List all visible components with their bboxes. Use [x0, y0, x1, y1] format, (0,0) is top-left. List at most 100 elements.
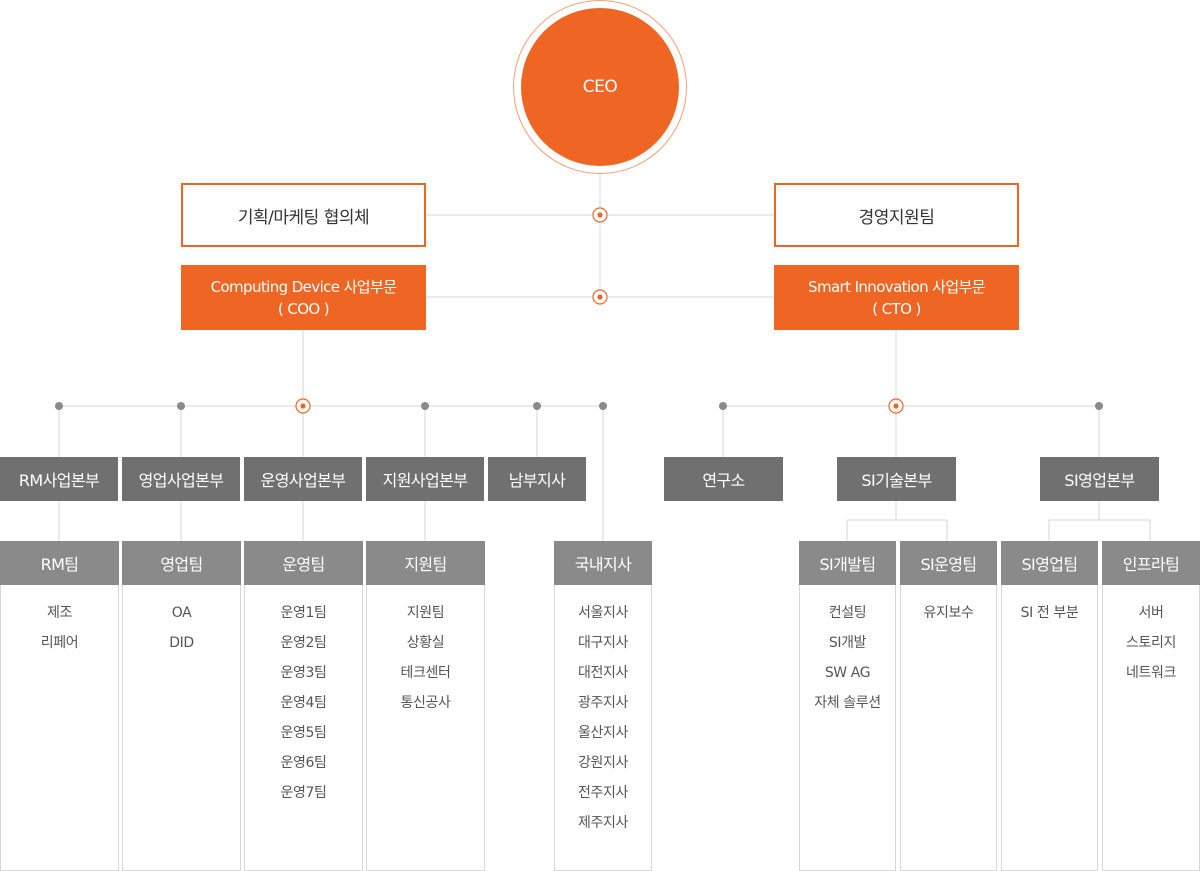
- team-header: 영업팀: [122, 541, 241, 585]
- list-item: SW AG: [824, 665, 871, 681]
- list-item: 유지보수: [923, 605, 974, 621]
- list-item: 상황실: [406, 635, 445, 651]
- ceo-node: CEO: [521, 8, 679, 166]
- team-name: 인프라팀: [1122, 555, 1180, 574]
- dept-sales: 영업사업본부: [122, 457, 240, 501]
- team-header: 지원팀: [366, 541, 485, 585]
- dept-support-label: 지원사업본부: [382, 471, 468, 490]
- team-name: 지원팀: [404, 555, 447, 574]
- list-item: SI개발: [828, 635, 867, 651]
- dept-si-sales: SI영업본부: [1040, 457, 1159, 501]
- team-list: 서버 스토리지 네트워크: [1102, 585, 1200, 871]
- team-header: 인프라팀: [1102, 541, 1200, 585]
- list-item: 통신공사: [400, 695, 451, 711]
- list-item: 운영3팀: [280, 665, 327, 681]
- list-item: 광주지사: [578, 695, 628, 711]
- list-item: 서버: [1138, 605, 1164, 621]
- list-item: 운영7팀: [280, 785, 327, 801]
- team-name: 영업팀: [160, 555, 203, 574]
- team-column-si-dev: SI개발팀 컨설팅 SI개발 SW AG 자체 솔루션: [799, 541, 896, 871]
- list-item: 서울지사: [578, 605, 628, 621]
- list-item: 네트워크: [1126, 665, 1176, 681]
- council-right-label: 경영지원팀: [858, 207, 935, 228]
- list-item: DID: [169, 635, 194, 651]
- junction-dot-division: [592, 289, 608, 305]
- division-right-box: Smart Innovation 사업부문 ( CTO ): [774, 265, 1019, 330]
- team-list: 서울지사 대구지사 대전지사 광주지사 울산지사 강원지사 전주지사 제주지사: [554, 585, 652, 871]
- junction-dot-coo: [295, 398, 311, 414]
- council-left-box: 기획/마케팅 협의체: [181, 183, 426, 247]
- gray-junction-dots: [55, 402, 1103, 410]
- team-name: 국내지사: [574, 555, 632, 574]
- dept-sales-label: 영업사업본부: [138, 471, 224, 490]
- list-item: 컨설팅: [828, 605, 867, 621]
- list-item: 울산지사: [578, 725, 628, 741]
- team-name: SI개발팀: [819, 555, 876, 574]
- dot-si-sales: [1095, 402, 1103, 410]
- team-list: SI 전 부분: [1001, 585, 1098, 871]
- team-column-infra: 인프라팀 서버 스토리지 네트워크: [1102, 541, 1200, 871]
- list-item: OA: [171, 605, 192, 621]
- team-header: SI운영팀: [900, 541, 997, 585]
- council-right-box: 경영지원팀: [774, 183, 1019, 247]
- dept-ops: 운영사업본부: [244, 457, 362, 501]
- division-right-sub: ( CTO ): [872, 299, 921, 318]
- dept-lab-label: 연구소: [702, 471, 745, 490]
- list-item: 강원지사: [578, 755, 628, 771]
- team-list: 운영1팀 운영2팀 운영3팀 운영4팀 운영5팀 운영6팀 운영7팀: [244, 585, 363, 871]
- team-list: 컨설팅 SI개발 SW AG 자체 솔루션: [799, 585, 896, 871]
- team-column-si-sales: SI영업팀 SI 전 부분: [1001, 541, 1098, 871]
- dot-lab: [719, 402, 727, 410]
- team-list: 지원팀 상황실 테크센터 통신공사: [366, 585, 485, 871]
- list-item: 대구지사: [578, 635, 628, 651]
- dot-support: [421, 402, 429, 410]
- dept-support: 지원사업본부: [366, 457, 484, 501]
- orange-junction-dots: [295, 207, 904, 414]
- team-header: RM팀: [0, 541, 119, 585]
- dept-south: 남부지사: [488, 457, 586, 501]
- junction-dot-cto: [888, 398, 904, 414]
- list-item: 제조: [47, 605, 72, 621]
- dot-domestic: [599, 402, 607, 410]
- team-header: 국내지사: [554, 541, 652, 585]
- team-name: RM팀: [40, 555, 79, 574]
- team-column-rm: RM팀 제조 리페어: [0, 541, 119, 871]
- dept-si-tech-label: SI기술본부: [861, 471, 932, 490]
- list-item: 리페어: [40, 635, 79, 651]
- team-name: 운영팀: [282, 555, 325, 574]
- list-item: 스토리지: [1126, 635, 1176, 651]
- dept-south-label: 남부지사: [508, 471, 566, 490]
- dept-ops-label: 운영사업본부: [260, 471, 346, 490]
- team-list: 유지보수: [900, 585, 997, 871]
- dot-rm: [55, 402, 63, 410]
- team-header: SI영업팀: [1001, 541, 1098, 585]
- dept-rm: RM사업본부: [0, 457, 118, 501]
- list-item: 제주지사: [578, 815, 628, 831]
- council-left-label: 기획/마케팅 협의체: [237, 207, 370, 228]
- list-item: 운영1팀: [280, 605, 327, 621]
- list-item: 지원팀: [406, 605, 445, 621]
- ceo-ring: [513, 0, 687, 174]
- list-item: 운영6팀: [280, 755, 327, 771]
- list-item: 대전지사: [578, 665, 628, 681]
- team-column-ops: 운영팀 운영1팀 운영2팀 운영3팀 운영4팀 운영5팀 운영6팀 운영7팀: [244, 541, 363, 871]
- division-right-name: Smart Innovation 사업부문: [808, 277, 986, 296]
- team-list: 제조 리페어: [0, 585, 119, 871]
- list-item: SI 전 부분: [1020, 605, 1079, 621]
- dept-lab: 연구소: [664, 457, 783, 501]
- team-column-domestic: 국내지사 서울지사 대구지사 대전지사 광주지사 울산지사 강원지사 전주지사 …: [554, 541, 652, 871]
- list-item: 전주지사: [578, 785, 628, 801]
- dot-sales: [177, 402, 185, 410]
- team-header: SI개발팀: [799, 541, 896, 585]
- list-item: 자체 솔루션: [814, 695, 881, 711]
- list-item: 테크센터: [400, 665, 451, 681]
- list-item: 운영4팀: [280, 695, 327, 711]
- team-column-sales: 영업팀 OA DID: [122, 541, 241, 871]
- team-header: 운영팀: [244, 541, 363, 585]
- ceo-label: CEO: [582, 77, 618, 97]
- team-list: OA DID: [122, 585, 241, 871]
- dot-south: [533, 402, 541, 410]
- dept-si-sales-label: SI영업본부: [1064, 471, 1135, 490]
- team-column-support: 지원팀 지원팀 상황실 테크센터 통신공사: [366, 541, 485, 871]
